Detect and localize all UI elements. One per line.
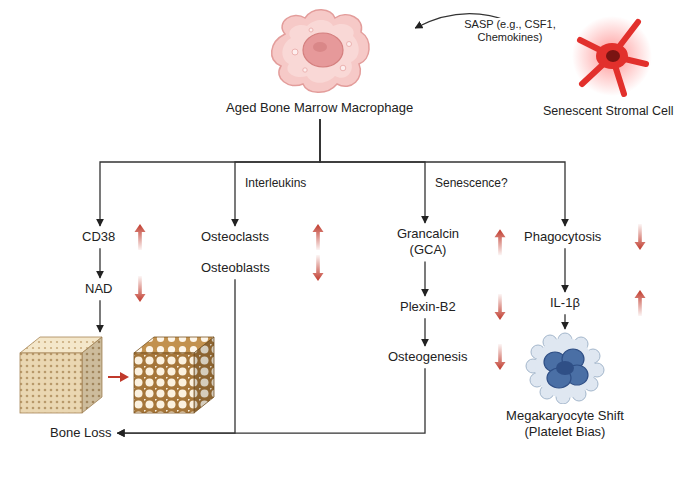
process-text: Osteogenesis: [388, 349, 468, 365]
arrow-connector: [320, 119, 425, 223]
node-text: Aged Bone Marrow Macrophage: [226, 100, 413, 116]
increase-arrow: [635, 290, 646, 316]
macrophage-illustration: [265, 4, 375, 96]
decrease-arrow: [313, 255, 324, 281]
decrease-arrow: [635, 224, 646, 250]
outcome-node: Bone Loss: [12, 333, 217, 441]
process-text: NAD: [85, 281, 112, 297]
process-text: Osteoclasts: [201, 229, 269, 245]
edge-label: Senescence?: [433, 176, 510, 190]
arrow-connector: [424, 262, 425, 297]
arrow-connector: [320, 119, 565, 226]
arrow-connector: [99, 300, 100, 332]
node-text: Bone Loss: [50, 425, 111, 441]
arrow-connector: [424, 318, 425, 346]
decrease-arrow: [495, 294, 506, 320]
increase-arrow: [313, 224, 324, 250]
arrow-connector: [100, 119, 320, 226]
decrease-arrow: [135, 276, 146, 302]
megakaryocyte-illustration: [525, 332, 605, 404]
node-text: Plexin-B2: [400, 299, 456, 315]
process-text: Plexin-B2: [400, 299, 456, 315]
process-text: CD38: [82, 229, 115, 245]
node-text: NAD: [85, 281, 112, 297]
increase-arrow: [135, 224, 146, 250]
node-text: Senescent Stromal Cell: [543, 104, 674, 120]
arrow-connector: [99, 248, 100, 278]
node-text: Osteoclasts: [201, 229, 269, 245]
arrow-connector: [564, 248, 565, 292]
process-text: Osteoblasts: [201, 260, 270, 276]
node-text: Phagocytosis: [524, 229, 601, 245]
decrease-arrow: [495, 344, 506, 370]
increase-arrow: [495, 229, 506, 255]
node-text: Megakaryocyte Shift (Platelet Bias): [490, 408, 640, 441]
process-text: IL-1β: [550, 295, 580, 311]
process-text: Grancalcin (GCA): [386, 226, 470, 259]
outcome-node: Megakaryocyte Shift (Platelet Bias): [490, 330, 640, 441]
arrow-connector: [564, 314, 565, 329]
arrow-connector: [117, 279, 235, 433]
cell-label: Aged Bone Marrow Macrophage: [226, 8, 413, 116]
node-text: IL-1β: [550, 295, 580, 311]
node-text: CD38: [82, 229, 115, 245]
arrow-connector: [235, 119, 320, 226]
edge-label: SASP (e.g., CSF1, Chemokines): [452, 18, 568, 44]
node-text: Osteogenesis: [388, 349, 468, 365]
bone-illustration: [12, 333, 217, 417]
stromal-cell-illustration: [572, 14, 652, 98]
node-text: Osteoblasts: [201, 260, 270, 276]
node-text: Grancalcin (GCA): [386, 226, 470, 259]
edge-label: Interleukins: [243, 176, 308, 190]
process-text: Phagocytosis: [524, 229, 601, 245]
